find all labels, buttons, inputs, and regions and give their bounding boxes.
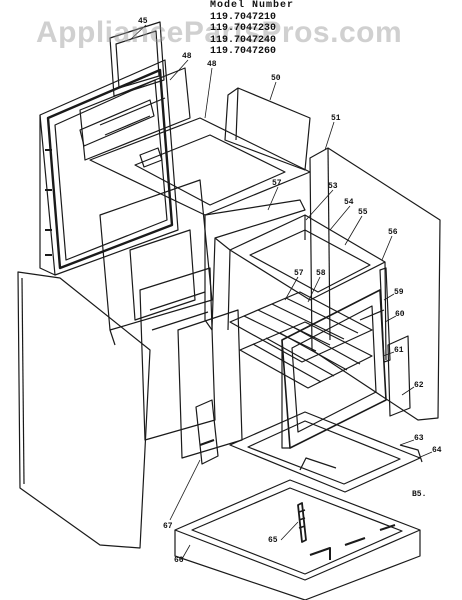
oven-rack-upper bbox=[229, 291, 373, 363]
callout-leader-lines bbox=[129, 24, 433, 560]
callout-66: 66 bbox=[174, 556, 184, 565]
model-number-3: 119.7047240 bbox=[210, 34, 277, 46]
watermark-text: AppliancePartsPros.com bbox=[36, 16, 403, 49]
callout-53: 53 bbox=[328, 182, 338, 191]
rear-body-panel bbox=[99, 179, 213, 346]
model-number-block: Model Number 119.7047210 119.7047230 119… bbox=[210, 0, 294, 58]
callout-62: 62 bbox=[414, 381, 424, 390]
cooktop-top-frame bbox=[89, 117, 311, 216]
callout-64: 64 bbox=[432, 446, 442, 455]
callout-51: 51 bbox=[331, 114, 341, 123]
kick-panel-bracket bbox=[195, 399, 219, 465]
oven-rack-lower bbox=[239, 321, 373, 389]
callout-59: 59 bbox=[394, 288, 404, 297]
callout-48-a: 48 bbox=[182, 52, 192, 61]
callout-57-a: 57 bbox=[272, 179, 282, 188]
drawer-roller bbox=[297, 502, 307, 543]
callout-60: 60 bbox=[395, 310, 405, 319]
inner-door-panel bbox=[79, 67, 191, 161]
callout-45: 45 bbox=[138, 17, 148, 26]
model-number-header: Model Number bbox=[210, 0, 295, 11]
top-rear-panel bbox=[224, 87, 311, 171]
callout-56: 56 bbox=[388, 228, 398, 237]
callout-65: 65 bbox=[268, 536, 278, 545]
oven-front-frame bbox=[281, 289, 387, 449]
callout-61: 61 bbox=[394, 346, 404, 355]
oven-door-assembly bbox=[39, 59, 179, 276]
callout-50: 50 bbox=[271, 74, 281, 83]
model-number-4: 119.7047260 bbox=[210, 46, 277, 57]
model-number-1: 119.7047210 bbox=[210, 11, 277, 23]
callout-b5: B5. bbox=[412, 490, 427, 499]
bottom-frame bbox=[229, 411, 423, 493]
callout-54: 54 bbox=[344, 198, 354, 207]
callout-58: 58 bbox=[316, 269, 326, 278]
cabinet-walls bbox=[139, 267, 243, 459]
right-support-rail bbox=[387, 335, 411, 417]
model-number-2: 119.7047230 bbox=[210, 23, 277, 34]
callout-63: 63 bbox=[414, 434, 424, 443]
callout-55: 55 bbox=[358, 208, 368, 217]
callout-67: 67 bbox=[163, 522, 173, 531]
storage-drawer bbox=[174, 479, 421, 600]
oven-liner bbox=[229, 214, 387, 361]
left-side-panel bbox=[17, 271, 151, 549]
callout-57-b: 57 bbox=[294, 269, 304, 278]
callout-48-b: 48 bbox=[207, 60, 217, 69]
